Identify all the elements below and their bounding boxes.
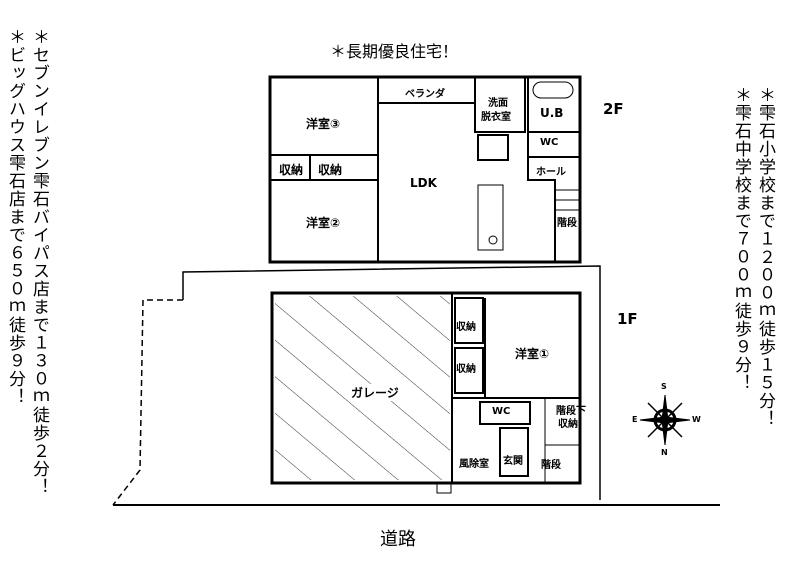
site-boundary (112, 265, 601, 506)
floor2-label: 2F (603, 100, 624, 118)
room-storage-2f-b: 収納 (318, 163, 343, 177)
note-seven-eleven: ＊セブンイレブン雫石バイパス店まで１３０ｍ徒歩２分！ (29, 28, 49, 496)
room-wc-1f: WC (492, 406, 511, 417)
room-stairs-1f: 階段 (541, 460, 561, 471)
room-stairs-2f: 階段 (556, 214, 578, 229)
note-big-house: ＊ビッグハウス雫石店まで６５０ｍ徒歩９分！ (5, 28, 25, 406)
room-veranda: ベランダ (405, 89, 445, 100)
compass-n: N (661, 448, 668, 457)
floor1-label: 1F (617, 310, 638, 328)
room-yoshitsu2: 洋室② (306, 216, 341, 230)
room-windbreak: 風除室 (458, 455, 490, 470)
road-label: 道路 (380, 529, 416, 550)
room-washroom: 洗面 (488, 98, 508, 109)
room-unit-bath: U.B (540, 106, 564, 120)
room-dressing: 脱衣室 (481, 112, 511, 123)
room-under-stairs: 階段下 (556, 406, 586, 417)
compass-s: S (661, 382, 667, 391)
floor2-plan (268, 75, 582, 264)
room-storage-1f-b: 収納 (456, 364, 476, 375)
room-under-stairs-storage: 収納 (558, 419, 578, 430)
compass-e: E (632, 415, 638, 424)
note-elementary-school: ＊雫石小学校まで１２００ｍ徒歩１５分！ (755, 86, 775, 428)
compass-icon (639, 394, 691, 446)
room-yoshitsu1: 洋室① (515, 347, 550, 361)
title-long-term-quality-housing: ＊長期優良住宅！ (330, 42, 459, 61)
room-garage: ガレージ (350, 384, 400, 401)
compass-w: W (692, 415, 701, 424)
room-hall: ホール (536, 167, 566, 178)
room-yoshitsu3: 洋室③ (306, 117, 341, 131)
floor1-plan (270, 291, 582, 494)
room-storage-2f-a: 収納 (279, 163, 304, 177)
room-ldk: LDK (410, 176, 437, 190)
room-wc-2f: WC (540, 137, 559, 148)
note-junior-high-school: ＊雫石中学校まで７００ｍ徒歩９分！ (731, 86, 751, 392)
room-storage-1f-a: 収納 (456, 322, 476, 333)
room-entrance: 玄関 (503, 456, 523, 467)
